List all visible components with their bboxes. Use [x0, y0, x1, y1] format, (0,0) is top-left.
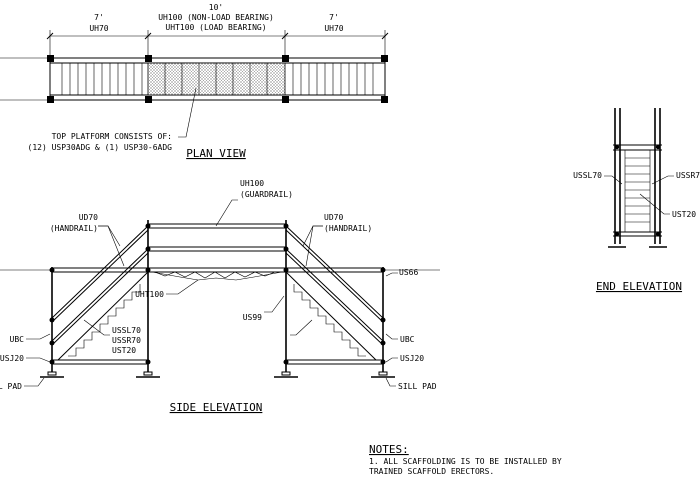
plan-stair-treads-right [292, 63, 374, 95]
side-ud70-left-label: UD70 [79, 213, 98, 222]
side-stair-left-3: UST20 [112, 346, 136, 355]
notes-title: NOTES: [369, 443, 409, 456]
end-ussl70-label: USSL70 [573, 171, 602, 180]
side-handrail-right-label: (HANDRAIL) [324, 224, 372, 233]
side-sill-pad-left-label: SILL PAD [0, 382, 22, 391]
side-us99-label: US99 [243, 313, 262, 322]
plan-dim-center: 10' [209, 3, 223, 12]
plan-view-title: PLAN VIEW [186, 147, 246, 160]
notes: NOTES: 1. ALL SCAFFOLDING IS TO BE INSTA… [369, 443, 562, 476]
side-ud70-right-label: UD70 [324, 213, 343, 222]
side-usj20-right-label: USJ20 [400, 354, 424, 363]
notes-line1: 1. ALL SCAFFOLDING IS TO BE INSTALLED BY [369, 457, 562, 466]
side-elevation: UH100 (GUARDRAIL) UD70 (HANDRAIL) UD70 (… [0, 179, 440, 414]
side-ubc-right-label: UBC [400, 335, 415, 344]
side-stair-left-2: USSR70 [112, 336, 141, 345]
side-uht100-label: UHT100 [135, 290, 164, 299]
end-posts [614, 108, 661, 244]
plan-frame [49, 57, 386, 101]
plan-dim-left: 7' [94, 13, 104, 22]
plan-dim-left-part: UH70 [89, 24, 108, 33]
plan-dimension-line [46, 30, 389, 58]
side-guardrail [148, 223, 286, 252]
side-ubc-left-label: UBC [10, 335, 25, 344]
end-ussr-label: USSR7 [676, 171, 700, 180]
side-sill-pad-right-label: SILL PAD [398, 382, 437, 391]
plan-view: 7' UH70 10' UH100 (NON-LOAD BEARING) UHT… [0, 3, 389, 160]
plan-dim-right-part: UH70 [324, 24, 343, 33]
side-posts [51, 220, 384, 372]
side-leaders [24, 199, 398, 387]
end-elevation-title: END ELEVATION [596, 280, 682, 293]
plan-post-nodes [47, 55, 388, 103]
side-guardrail-label: (GUARDRAIL) [240, 190, 293, 199]
end-leaders [604, 175, 674, 215]
side-stair-left-1: USSL70 [112, 326, 141, 335]
side-us66-label: US66 [399, 268, 418, 277]
plan-dim-right: 7' [329, 13, 339, 22]
side-platform-truss [148, 267, 286, 281]
side-uh100-label: UH100 [240, 179, 264, 188]
side-ledgers [52, 267, 383, 365]
end-ledgers [613, 144, 662, 237]
end-nodes [614, 144, 661, 237]
side-stair-right [285, 225, 384, 361]
end-elevation: USSL70 USSR7 UST20 END ELEVATION [573, 108, 700, 293]
plan-dim-center-line1: UH100 (NON-LOAD BEARING) [158, 13, 274, 22]
plan-dim-center-line2: UHT100 (LOAD BEARING) [165, 23, 266, 32]
plan-platform-note-line2: (12) USP30ADG & (1) USP30-6ADG [28, 143, 173, 152]
notes-line2: TRAINED SCAFFOLD ERECTORS. [369, 467, 494, 476]
side-elevation-title: SIDE ELEVATION [170, 401, 263, 414]
side-usj20-left-label: USJ20 [0, 354, 24, 363]
side-stair-left [51, 225, 149, 361]
side-base-jacks [40, 371, 395, 378]
end-ust20-label: UST20 [672, 210, 696, 219]
plan-note-leader [178, 87, 197, 138]
plan-platform-grating [147, 62, 286, 96]
plan-stair-treads-left [61, 63, 143, 95]
plan-platform-note-line1: TOP PLATFORM CONSISTS OF: [52, 132, 172, 141]
end-stair-treads [624, 150, 651, 232]
side-handrail-left-label: (HANDRAIL) [50, 224, 98, 233]
side-nodes [49, 223, 386, 365]
